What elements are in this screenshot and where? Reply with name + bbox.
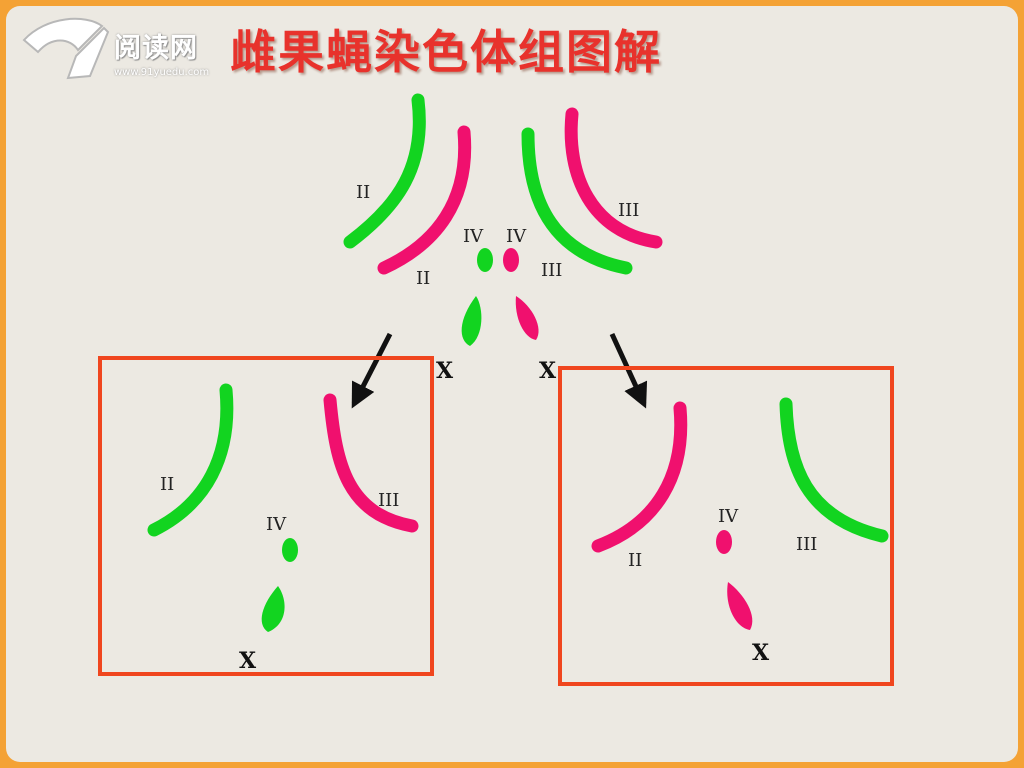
left-label-III: III [378,490,399,511]
top-chromosome-II-pink [377,125,472,275]
top-chromosome-II-green [343,93,426,249]
arrow-to-left-set [351,332,393,409]
chromosome-diagram: II II IV IV III III X X II III IV X II I… [98,93,894,686]
top-label-II-pink: II [416,268,430,289]
page-title: 雌果蝇染色体组图解 [230,25,662,79]
slide: 阅读网 www.91yuedu.com 雌果蝇染色体组图解 II II IV I… [6,6,1018,762]
top-chromosome-IV-pink [503,248,519,272]
logo-name: 阅读网 [114,33,198,64]
left-label-X: X [239,648,257,674]
logo-swoosh-icon [22,17,110,80]
left-chromosome-II [147,383,234,537]
right-label-IV: IV [718,506,739,527]
top-chromosome-III-pink [564,107,663,249]
logo-url: www.91yuedu.com [114,67,210,78]
right-chromosome-X [727,582,753,630]
right-label-III: III [796,534,817,555]
top-chromosome-III-green [521,127,633,275]
top-label-IV-pink: IV [506,226,527,247]
right-chromosome-III [779,397,889,543]
top-label-X-green: X [436,358,454,384]
top-label-II-green: II [356,182,370,203]
top-label-IV-green: IV [463,226,484,247]
right-chromosome-II [591,401,688,553]
right-chromosome-IV [716,530,732,554]
left-set-box [98,356,434,676]
right-label-X: X [752,640,770,666]
left-label-II: II [160,474,174,495]
left-label-IV: IV [266,514,287,535]
top-label-III-pink: III [618,200,639,221]
left-chromosome-IV [282,538,298,562]
right-set-box [558,366,894,686]
top-label-X-pink: X [539,358,557,384]
left-chromosome-X [261,586,285,632]
top-chromosome-X-green [461,296,482,346]
right-label-II: II [628,550,642,571]
left-chromosome-III [323,393,419,533]
site-logo: 阅读网 www.91yuedu.com [16,12,236,88]
top-chromosome-X-pink [515,296,539,340]
top-label-III-green: III [541,260,562,281]
top-chromosome-IV-green [477,248,493,272]
